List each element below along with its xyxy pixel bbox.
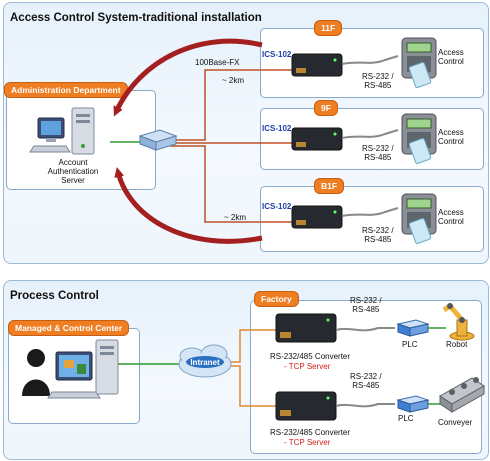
serial-cable-converter-1: [335, 327, 395, 332]
arrow-11f-to-admin: [113, 38, 263, 117]
tcp-server-label-row-1: - TCP Server: [284, 362, 331, 371]
serial-label-b1f: RS-232 / RS-485: [362, 226, 394, 245]
access-terminal-icon-9f: [401, 113, 437, 165]
distance-label-bottom: ~ 2km: [224, 213, 247, 222]
converter-label-row-1: RS-232/485 Converter: [270, 352, 351, 361]
robot-arm-icon: [442, 302, 475, 341]
device-label-11f: ICS-102: [262, 50, 292, 59]
arrow-b1f-to-admin: [114, 167, 263, 244]
plc-icon-1: [396, 319, 430, 337]
access-terminal-icon-11f: [401, 37, 437, 89]
conveyer-label: Conveyer: [438, 418, 473, 427]
ics-102-device-9f: [291, 127, 343, 151]
serial-cable-11f: [341, 55, 399, 65]
ics-102-device-b1f: [291, 205, 343, 229]
serial-converter-icon-2: [275, 391, 337, 421]
robot-label: Robot: [446, 340, 468, 349]
device-label-b1f: ICS-102: [262, 202, 292, 211]
floor-tag-9f: 9F: [314, 100, 338, 116]
serial-label-11f: RS-232 / RS-485: [362, 72, 394, 91]
serial-cable-b1f: [341, 207, 399, 217]
access-control-label-9f: Access Control: [438, 128, 464, 147]
serial-converter-icon-1: [275, 313, 337, 343]
plc-icon-2: [396, 395, 430, 413]
serial-label-row-1: RS-232 / RS-485: [350, 296, 382, 315]
serial-label-9f: RS-232 / RS-485: [362, 144, 394, 163]
distance-label-top: ~ 2km: [222, 76, 245, 85]
link-intranet-converter-2: [231, 365, 276, 407]
factory-tag: Factory: [254, 291, 299, 307]
conveyer-icon: [439, 377, 485, 413]
operator-workstation-icon: [22, 339, 119, 399]
tcp-server-label-row-2: - TCP Server: [284, 438, 331, 447]
plc-label-1: PLC: [402, 340, 418, 349]
process-control-title: Process Control: [10, 290, 99, 302]
server-label: Account Authentication Server: [47, 158, 99, 186]
serial-cable-converter-2: [335, 403, 395, 408]
device-label-9f: ICS-102: [262, 124, 292, 133]
intranet-cloud-icon: [178, 344, 232, 378]
administration-department-box: [6, 90, 156, 190]
server-computer-icon: [29, 107, 95, 155]
converter-label-row-2: RS-232/485 Converter: [270, 428, 351, 437]
network-switch-icon: [138, 129, 178, 151]
control-center-tag: Managed & Control Center: [8, 320, 130, 336]
fiber-type-label: 100Base-FX: [195, 58, 240, 67]
fiber-line-b1f: [170, 145, 292, 223]
access-control-label-b1f: Access Control: [438, 208, 464, 227]
ics-102-device-11f: [291, 53, 343, 77]
access-control-title: Access Control System-traditional instal…: [10, 12, 262, 24]
serial-label-row-2: RS-232 / RS-485: [350, 372, 382, 391]
fiber-line-11f: [170, 69, 292, 141]
access-terminal-icon-b1f: [401, 193, 437, 245]
intranet-label: Intranet: [190, 358, 220, 367]
floor-tag-11f: 11F: [314, 20, 343, 36]
link-intranet-converter-1: [231, 329, 276, 363]
plc-label-2: PLC: [398, 414, 414, 423]
serial-cable-9f: [341, 129, 399, 139]
access-control-label-11f: Access Control: [438, 48, 464, 67]
floor-tag-b1f: B1F: [314, 178, 345, 194]
floor-box-9f: [260, 108, 484, 170]
